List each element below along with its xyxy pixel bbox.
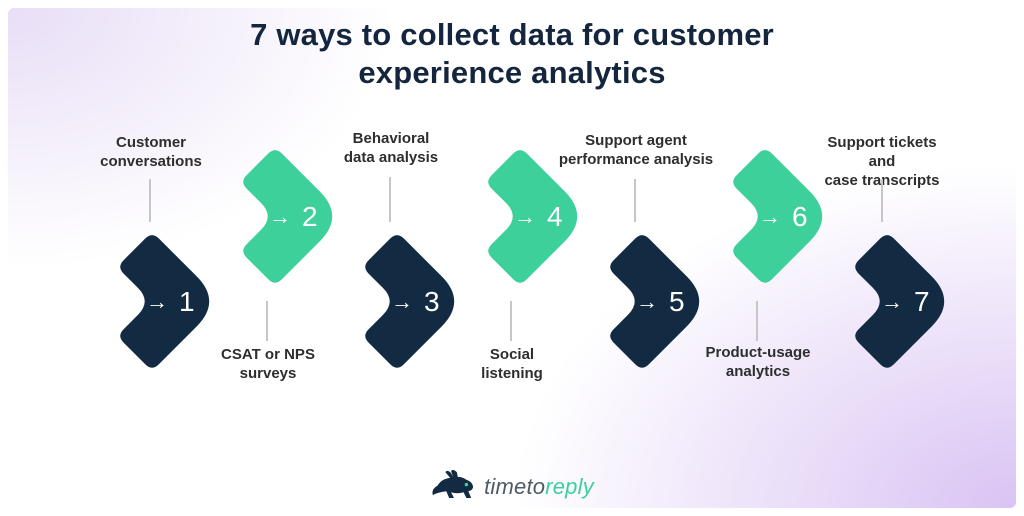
- logo-text-reply: reply: [545, 473, 594, 499]
- step-number: 7: [914, 286, 930, 317]
- logo-text-timeto: timeto: [484, 473, 546, 499]
- logo-wordmark: timetoreply: [484, 473, 594, 499]
- step-7: → 7: [848, 228, 962, 376]
- rabbit-icon: [432, 470, 474, 498]
- connector-line-7: [881, 179, 883, 222]
- step-number: 2: [302, 201, 318, 232]
- step-5: → 5: [603, 228, 717, 376]
- arrow-right-icon: →: [269, 204, 291, 229]
- chevron-shape: [243, 150, 333, 283]
- step-marker: → 5: [636, 286, 710, 318]
- step-label-6: Product-usage analytics: [705, 344, 811, 381]
- arrow-right-icon: →: [514, 204, 536, 229]
- step-1: → 1: [113, 228, 227, 376]
- step-marker: → 6: [759, 201, 833, 233]
- infographic-canvas: 7 ways to collect data for customer expe…: [8, 8, 1016, 508]
- step-marker: → 7: [881, 286, 955, 318]
- connector-line-5: [634, 179, 636, 222]
- step-marker: → 3: [391, 286, 465, 318]
- step-number: 5: [669, 286, 685, 317]
- connector-line-1: [149, 179, 151, 222]
- arrow-right-icon: →: [759, 204, 781, 229]
- step-marker: → 4: [514, 201, 588, 233]
- arrow-right-icon: →: [146, 289, 168, 314]
- connector-line-4: [510, 301, 512, 341]
- step-4: → 4: [481, 143, 595, 291]
- chevron-shape: [120, 235, 210, 368]
- arrow-right-icon: →: [881, 289, 903, 314]
- connector-line-2: [266, 301, 268, 341]
- connector-line-6: [756, 301, 758, 341]
- step-marker: → 1: [146, 286, 220, 318]
- step-number: 1: [179, 286, 195, 317]
- step-label-3: Behavioral data analysis: [343, 130, 439, 167]
- step-number: 3: [424, 286, 440, 317]
- step-marker: → 2: [269, 201, 343, 233]
- infographic-title: 7 ways to collect data for customer expe…: [250, 17, 774, 90]
- step-number: 6: [792, 201, 808, 232]
- arrow-right-icon: →: [636, 289, 658, 314]
- arrow-right-icon: →: [391, 289, 413, 314]
- step-label-1: Customer conversations: [100, 134, 202, 171]
- step-label-5: Support agent performance analysis: [558, 132, 714, 169]
- chevron-shape: [610, 235, 700, 368]
- step-label-2: CSAT or NPS surveys: [221, 346, 315, 383]
- step-label-4: Social listening: [481, 346, 543, 383]
- connector-line-3: [389, 177, 391, 222]
- chevron-shape: [733, 150, 823, 283]
- chevron-shape: [365, 235, 455, 368]
- chevron-shape: [488, 150, 578, 283]
- step-3: → 3: [358, 228, 472, 376]
- chevron-shape: [855, 235, 945, 368]
- step-2: → 2: [236, 143, 350, 291]
- timetoreply-logo: timetoreply: [8, 470, 1016, 503]
- step-6: → 6: [726, 143, 840, 291]
- step-number: 4: [547, 201, 563, 232]
